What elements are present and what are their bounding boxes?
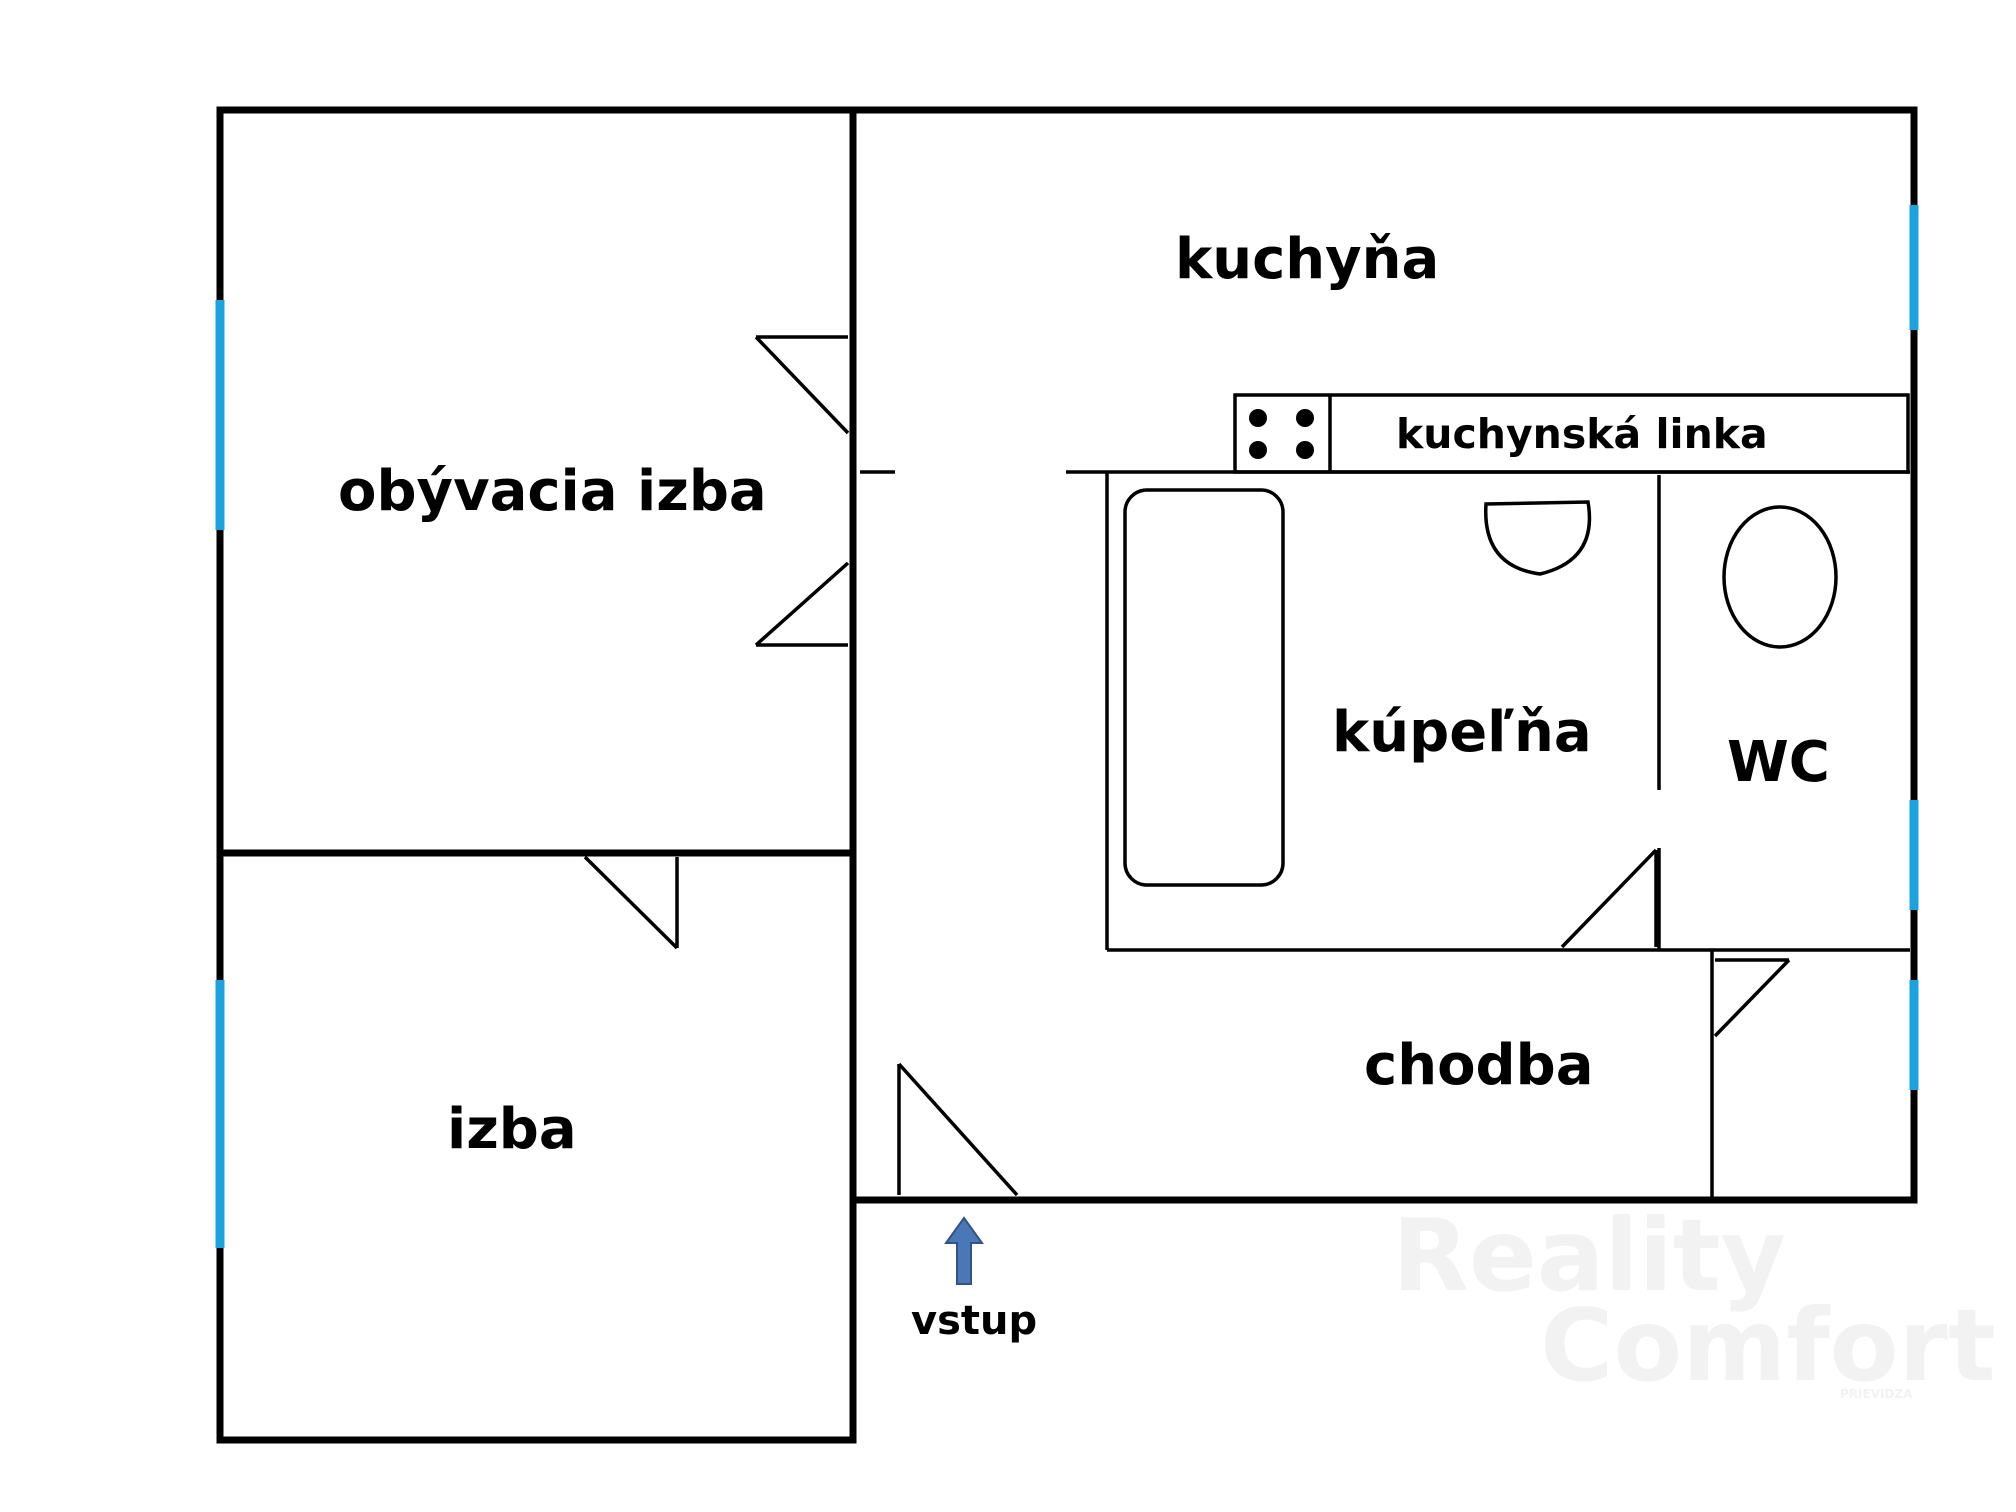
entrance-arrow-icon <box>944 1216 984 1285</box>
closet-door-swing <box>1713 958 1791 1038</box>
label-kitchen: kuchyňa <box>1175 227 1439 292</box>
label-wc: WC <box>1727 730 1830 795</box>
bedroom-door-swing <box>583 855 679 950</box>
sink-icon <box>1484 500 1592 576</box>
label-bedroom: izba <box>447 1097 577 1162</box>
kitchen-unit <box>1233 393 1910 474</box>
windows <box>215 205 1919 1248</box>
label-kitchen-unit: kuchynská linka <box>1396 410 1768 458</box>
bathtub-icon <box>1123 488 1285 887</box>
bathroom-door-swing <box>1560 848 1658 949</box>
watermark: Reality Comfort PRIEVIDZA <box>1392 1197 1996 1404</box>
doors <box>583 335 1791 1197</box>
kitchen-counter <box>1233 393 1910 474</box>
label-entrance: vstup <box>911 1298 1037 1344</box>
labels: obývacia izba izba kuchyňa kuchynská lin… <box>338 227 1830 1344</box>
watermark-line3: PRIEVIDZA <box>1840 1387 1913 1401</box>
label-bathroom: kúpeľňa <box>1332 700 1592 765</box>
label-hallway: chodba <box>1364 1033 1594 1098</box>
label-living-room: obývacia izba <box>338 459 767 524</box>
watermark-line1: Reality <box>1392 1197 1786 1314</box>
stove-icon <box>1249 409 1314 459</box>
living-door-bottom-swing <box>754 561 850 647</box>
entrance-door-swing <box>897 1062 1019 1197</box>
watermark-line2: Comfort <box>1540 1287 1996 1404</box>
toilet-icon <box>1722 505 1838 649</box>
living-door-top-swing <box>754 335 850 435</box>
